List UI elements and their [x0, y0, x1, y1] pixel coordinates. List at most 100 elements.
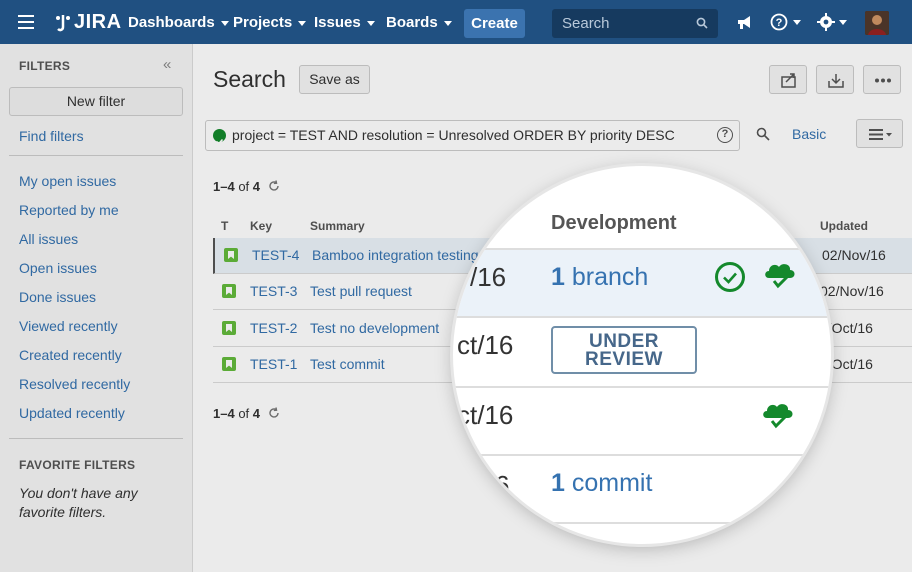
filters-heading: FILTERS [19, 59, 71, 73]
filter-resolved-recently[interactable]: Resolved recently [19, 376, 131, 392]
save-as-button[interactable]: Save as [299, 65, 370, 94]
issue-summary[interactable]: Bamboo integration testing [312, 247, 479, 263]
nav-dashboards[interactable]: Dashboards [128, 14, 229, 31]
basic-search-link[interactable]: Basic [792, 126, 827, 142]
filter-created-recently[interactable]: Created recently [19, 347, 122, 363]
magnified-date: v/16 [457, 262, 507, 292]
magnifier-row [453, 456, 831, 524]
refresh-icon[interactable] [268, 180, 280, 192]
filter-my-open-issues[interactable]: My open issues [19, 173, 117, 189]
issue-key[interactable]: TEST-2 [250, 320, 298, 336]
jql-query-text: project = TEST AND resolution = Unresolv… [232, 127, 675, 143]
under-review-status[interactable]: UNDER REVIEW [551, 326, 697, 374]
nav-boards[interactable]: Boards [386, 14, 452, 31]
story-icon [222, 357, 236, 371]
search-placeholder: Search [562, 15, 610, 32]
valid-query-icon [213, 129, 226, 145]
issue-updated: 02/Nov/16 [820, 283, 884, 299]
results-count-bottom: 1–4 of 4 [213, 406, 280, 421]
favorite-filters-empty: You don't have any favorite filters. [19, 485, 138, 520]
filter-all-issues[interactable]: All issues [19, 231, 79, 247]
story-icon [222, 321, 236, 335]
nav-projects[interactable]: Projects [233, 14, 306, 31]
column-type[interactable]: T [221, 219, 229, 233]
new-filter-button[interactable]: New filter [9, 87, 183, 116]
sidebar-divider [9, 438, 183, 439]
issue-key[interactable]: TEST-3 [250, 283, 298, 299]
filter-viewed-recently[interactable]: Viewed recently [19, 318, 118, 334]
filters-sidebar: FILTERS « New filter Find filters My ope… [0, 44, 193, 572]
deployment-success-icon [763, 404, 793, 429]
search-icon[interactable] [756, 127, 770, 141]
results-count: 1–4 of 4 [213, 179, 280, 194]
issue-key[interactable]: TEST-1 [250, 356, 298, 372]
branch-label: branch [571, 263, 649, 291]
column-summary[interactable]: Summary [310, 219, 365, 233]
search-icon [696, 17, 708, 29]
branch-count: 1 [551, 263, 565, 291]
jira-logo[interactable]: JIRA [54, 11, 122, 34]
development-heading: Development [551, 212, 677, 234]
page-title: Search [213, 66, 286, 92]
column-key[interactable]: Key [250, 219, 273, 233]
count-of: of [238, 179, 250, 194]
lozenge-line-1: UNDER [588, 331, 660, 352]
filter-done-issues[interactable]: Done issues [19, 289, 97, 305]
help-dropdown-caret[interactable] [787, 14, 797, 28]
table-row[interactable]: TEST-2 Test no development 8/Oct/16 [213, 311, 912, 347]
more-icon [875, 78, 891, 83]
magnifier-row [453, 318, 831, 388]
magnifier-callout: Development v/16 ct/16 ct/16 6 1 branch … [453, 166, 831, 544]
jql-help-icon[interactable]: ? [717, 127, 733, 143]
count-total: 4 [252, 179, 261, 194]
count-of: of [238, 406, 250, 421]
create-button[interactable]: Create [464, 9, 525, 38]
jql-query-input[interactable]: project = TEST AND resolution = Unresolv… [205, 120, 740, 151]
jira-logo-icon [56, 14, 70, 31]
issue-summary[interactable]: Test pull request [310, 283, 412, 299]
share-button[interactable] [769, 65, 807, 94]
sidebar-divider [9, 155, 183, 156]
issue-updated: 8/Oct/16 [820, 320, 873, 336]
commit-link[interactable]: 1 commit [551, 469, 652, 498]
filter-reported-by-me[interactable]: Reported by me [19, 202, 119, 218]
magnified-date: ct/16 [457, 330, 514, 360]
count-range: 1–4 [213, 179, 235, 194]
settings-dropdown-caret[interactable] [833, 14, 843, 28]
find-filters-link[interactable]: Find filters [19, 128, 84, 144]
filter-open-issues[interactable]: Open issues [19, 260, 97, 276]
magnifier-row [453, 248, 831, 318]
collapse-sidebar-icon[interactable]: « [163, 56, 172, 73]
export-button[interactable] [816, 65, 854, 94]
avatar[interactable] [865, 11, 889, 35]
export-icon [828, 74, 844, 88]
notifications-icon[interactable] [736, 13, 754, 31]
top-navigation: JIRA Dashboards Projects Issues Boards C… [0, 0, 912, 44]
magnified-date: 6 [495, 470, 510, 500]
story-icon [224, 248, 238, 262]
column-updated[interactable]: Updated [820, 219, 868, 233]
share-icon [781, 73, 796, 88]
issue-key[interactable]: TEST-4 [252, 247, 300, 263]
count-range: 1–4 [213, 406, 235, 421]
issue-updated: 5/Oct/16 [820, 356, 873, 372]
logo-text: JIRA [74, 11, 122, 33]
refresh-icon[interactable] [268, 407, 280, 419]
filter-updated-recently[interactable]: Updated recently [19, 405, 125, 421]
branch-link[interactable]: 1 branch [551, 263, 648, 292]
more-actions-button[interactable] [863, 65, 901, 94]
view-options-button[interactable] [856, 119, 903, 148]
list-view-icon [869, 129, 892, 140]
svg-text:?: ? [776, 17, 783, 29]
deployment-success-icon [765, 264, 795, 289]
magnified-date: ct/16 [457, 400, 514, 430]
issue-summary[interactable]: Test commit [310, 356, 385, 372]
menu-icon[interactable] [18, 15, 34, 29]
count-total: 4 [252, 406, 261, 421]
search-input[interactable]: Search [552, 9, 718, 38]
story-icon [222, 284, 236, 298]
issue-summary[interactable]: Test no development [310, 320, 440, 336]
nav-issues[interactable]: Issues [314, 14, 375, 31]
commit-count: 1 [551, 469, 565, 497]
build-success-icon [715, 262, 745, 292]
